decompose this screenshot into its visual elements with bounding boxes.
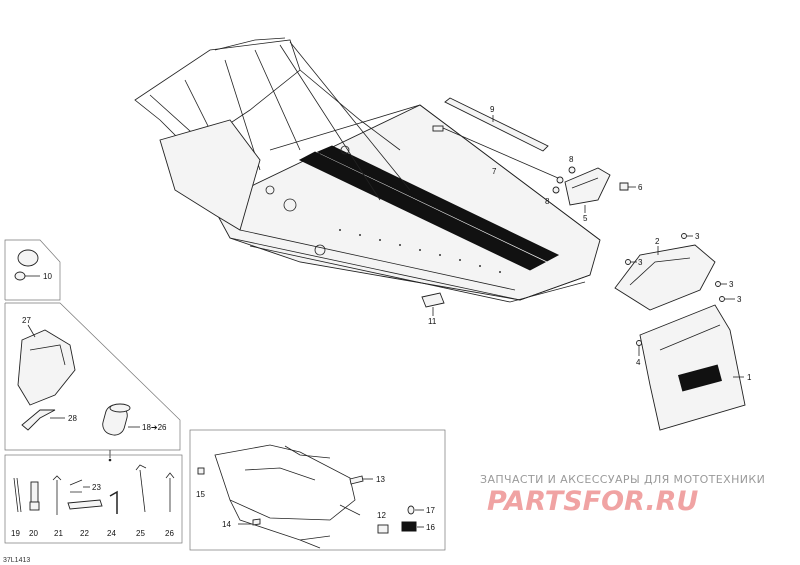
part-5-taillight xyxy=(564,167,611,213)
part-21-wrench xyxy=(52,475,62,515)
callout-8-top: 8 xyxy=(569,155,574,164)
callout-11: 11 xyxy=(428,317,437,326)
callout-13: 13 xyxy=(376,475,385,484)
callout-3-a: 3 xyxy=(695,232,700,241)
callout-27: 27 xyxy=(22,316,31,325)
callout-26: 26 xyxy=(165,529,174,538)
part-17-plug xyxy=(407,505,424,515)
callout-20: 20 xyxy=(29,529,38,538)
callout-3-b: 3 xyxy=(638,258,643,267)
callout-6: 6 xyxy=(638,183,643,192)
callout-3-d: 3 xyxy=(737,295,742,304)
watermark-tagline: ЗАПЧАСТИ И АКСЕССУАРЫ ДЛЯ МОТОТЕХНИКИ xyxy=(480,473,765,486)
part-25-wrench-long xyxy=(135,464,147,513)
part-24-hex-key xyxy=(109,490,118,514)
part-19-tool xyxy=(13,477,22,513)
part-20-spark-plug-wrench xyxy=(29,481,40,511)
part-8-nut-top xyxy=(568,166,576,174)
callout-7: 7 xyxy=(492,167,497,176)
dot-toolkit xyxy=(108,458,112,462)
callout-14: 14 xyxy=(222,520,231,529)
callout-9: 9 xyxy=(490,105,495,114)
part-12-decal xyxy=(377,524,389,534)
callout-8-bottom: 8 xyxy=(545,197,550,206)
part-4-washer xyxy=(636,340,642,356)
callout-19: 19 xyxy=(11,529,20,538)
inset-box-27-28 xyxy=(4,302,181,451)
callout-21: 21 xyxy=(54,529,63,538)
callout-1: 1 xyxy=(747,373,752,382)
part-14-decal xyxy=(238,518,261,526)
part-10-mirror xyxy=(14,249,40,281)
part-6-screw xyxy=(619,182,636,191)
diagram-code: 37L1413 xyxy=(3,557,30,564)
callout-10: 10 xyxy=(43,272,52,281)
part-18-canister xyxy=(102,403,140,436)
part-23-wrench-small xyxy=(69,479,90,493)
callout-25: 25 xyxy=(136,529,145,538)
part-1-snowflap xyxy=(639,304,746,431)
callout-17: 17 xyxy=(426,506,435,515)
chassis-frame xyxy=(134,37,601,303)
callout-15: 15 xyxy=(196,490,205,499)
vehicle-outline xyxy=(214,444,361,549)
callout-22: 22 xyxy=(80,529,89,538)
callout-23: 23 xyxy=(92,483,101,492)
callout-28: 28 xyxy=(68,414,77,423)
part-15-decal xyxy=(197,467,205,475)
decal-box xyxy=(189,429,446,551)
watermark-logo: PARTSFOR.RU xyxy=(487,486,698,517)
part-28-strap xyxy=(21,409,65,431)
callout-18: 18➔26 xyxy=(142,423,167,432)
inset-box-10 xyxy=(4,239,61,301)
part-16-plate xyxy=(401,521,424,532)
part-22-bag xyxy=(67,499,103,510)
callout-24: 24 xyxy=(107,529,116,538)
part-27-bag xyxy=(17,324,76,406)
callout-2: 2 xyxy=(655,237,660,246)
part-8-nut-bottom xyxy=(552,186,560,194)
callout-12: 12 xyxy=(377,511,386,520)
callout-3-c: 3 xyxy=(729,280,734,289)
callout-5: 5 xyxy=(583,214,588,223)
callout-16: 16 xyxy=(426,523,435,532)
part-9-trim-strip xyxy=(444,97,549,152)
toolkit-box xyxy=(4,454,183,544)
part-26-wrench xyxy=(165,472,175,512)
part-7-harness xyxy=(432,125,564,184)
part-13-decal xyxy=(349,475,373,485)
part-2-flap-bracket xyxy=(614,244,716,311)
callout-4: 4 xyxy=(636,358,641,367)
part-11-bumper-clip xyxy=(421,292,445,316)
part-3-screws xyxy=(625,233,735,302)
